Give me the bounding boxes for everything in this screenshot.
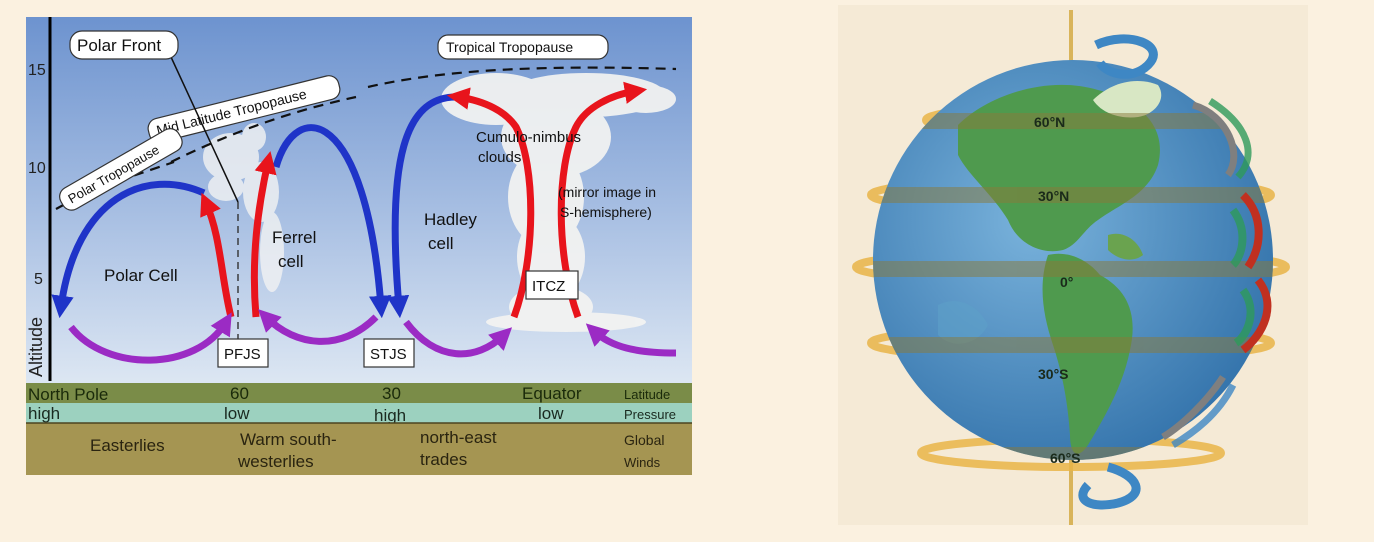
hadley-cell-blue-arrow [386,93,457,319]
latitude-equator: Equator [522,384,582,403]
pressure-high-2: high [374,406,406,425]
ferrel-cell-north-arrows [1191,98,1252,180]
hadley-cell-south-arrows [1233,277,1272,354]
svg-text:PFJS: PFJS [224,346,261,363]
cumulonimbus-label-1: Cumulo-nimbus [476,129,581,146]
hadley-surface-purple-arrow [403,319,513,358]
winds-header-2: Winds [624,455,661,470]
globe-label-30s: 30°S [1038,366,1069,382]
itcz-label: ITCZ [525,270,579,300]
svg-text:ITCZ: ITCZ [532,278,565,295]
polar-front-pointer [170,56,239,203]
altitude-tick-10: 10 [28,160,46,177]
hadley-cell-label-2: cell [428,234,454,253]
pressure-low-1: low [224,404,250,423]
mid-latitude-tropopause-line [170,95,357,163]
winds-ne-1: north-east [420,428,497,447]
cumulonimbus-label-2: clouds [478,149,521,166]
mirror-image-label-1: (mirror image in [558,184,656,200]
winds-easterlies: Easterlies [90,436,165,455]
winds-warm-2: westerlies [237,452,314,471]
altitude-axis-title: Altitude [26,317,46,377]
globe-label-60s: 60°S [1050,450,1081,466]
ferrel-cell-south-arrows [1161,375,1237,449]
polar-cell-label: Polar Cell [104,266,178,285]
winds-header-1: Global [624,432,664,448]
ferrel-cell-label-1: Ferrel [272,228,316,247]
pressure-band [26,403,692,423]
pressure-header: Pressure [624,407,676,422]
polar-cell-blue-arrow [51,180,206,319]
hadley-cell-north-arrows [1229,192,1263,270]
atmospheric-circulation-diagram: 15 10 5 Altitude Tropical Tropopause Mid… [26,17,692,475]
globe-label-60n: 60°N [1034,114,1065,130]
pfjs-label: PFJS [217,338,269,368]
latitude-30: 30 [382,384,401,403]
itcz-red-arrow-right [557,81,648,319]
polar-front-red-arrow [200,192,235,318]
south-surface-purple-arrow [585,323,677,357]
winds-band [26,423,692,475]
svg-text:Polar Front: Polar Front [77,36,161,55]
latitude-60: 60 [230,384,249,403]
latitude-belts [873,113,1273,460]
latitude-north-pole: North Pole [28,385,108,404]
pressure-high-1: high [28,404,60,423]
hadley-cell-label-1: Hadley [424,210,477,229]
mirror-image-label-2: S-hemisphere) [560,204,652,220]
itcz-red-arrow-left [446,87,535,319]
polar-front-label: Polar Front [69,30,179,60]
globe-label-eq: 0° [1060,274,1073,290]
globe-label-30n: 30°N [1038,188,1069,204]
polar-surface-purple-arrow [68,312,232,364]
ferrel-surface-purple-arrow [258,309,379,345]
ferrel-cell-label-2: cell [278,252,304,271]
south-polar-wind-arrow [1078,462,1141,510]
tropical-tropopause-line [367,66,677,89]
ferrel-red-arrow [250,151,277,318]
pressure-low-2: low [538,404,564,423]
north-polar-wind-arrow [1094,34,1158,79]
altitude-tick-15: 15 [28,62,46,79]
globe-wind-belts-illustration: 60°N 30°N 0° 30°S 60°S [838,5,1308,525]
winds-ne-2: trades [420,450,467,469]
ferrel-cell-blue-arrow [272,124,392,319]
altitude-tick-5: 5 [34,271,43,288]
latitude-header: Latitude [624,387,670,402]
tropical-tropopause-label: Tropical Tropopause [437,34,609,60]
stjs-label: STJS [363,338,415,368]
latitude-band [26,383,692,403]
winds-warm-1: Warm south- [240,430,337,449]
svg-text:Tropical Tropopause: Tropical Tropopause [446,39,573,55]
svg-text:STJS: STJS [370,346,407,363]
